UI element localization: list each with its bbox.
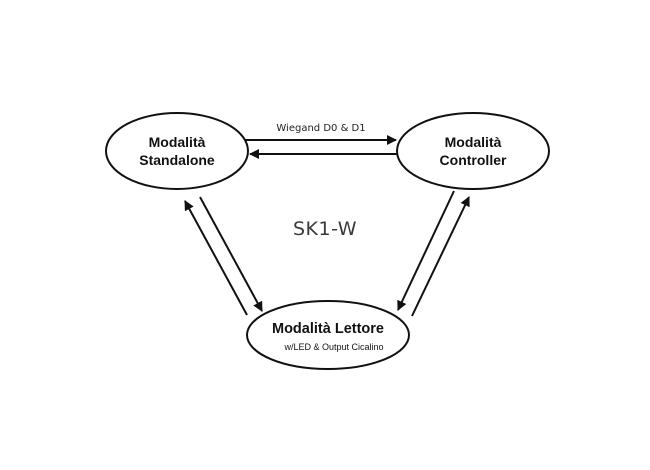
- node-standalone: Modalità Standalone: [105, 112, 249, 190]
- node-reader: Modalità Lettore w/LED & Output Cicalino: [246, 300, 410, 370]
- arrow-standalone-to-reader: [199, 196, 263, 312]
- node-controller: Modalità Controller: [396, 112, 550, 190]
- node-reader-title: Modalità Lettore: [272, 321, 384, 337]
- node-controller-line2: Controller: [440, 152, 507, 168]
- node-controller-line1: Modalità: [445, 134, 502, 150]
- edge-standalone-reader: [184, 196, 263, 316]
- node-standalone-ellipse: [105, 112, 249, 190]
- arrow-reader-to-controller: [411, 196, 470, 317]
- edge-standalone-controller: Wiegand D0 & D1: [244, 123, 398, 159]
- node-standalone-line2: Standalone: [139, 152, 215, 168]
- node-standalone-line1: Modalità: [149, 134, 206, 150]
- center-label: SK1-W: [293, 218, 357, 240]
- edge-label-wiegand: Wiegand D0 & D1: [276, 123, 365, 134]
- node-reader-ellipse: [246, 300, 410, 370]
- edge-controller-reader: [397, 190, 470, 317]
- node-controller-ellipse: [396, 112, 550, 190]
- node-reader-subtitle: w/LED & Output Cicalino: [283, 342, 383, 352]
- arrow-controller-to-reader: [397, 190, 455, 311]
- arrow-reader-to-standalone: [184, 200, 248, 316]
